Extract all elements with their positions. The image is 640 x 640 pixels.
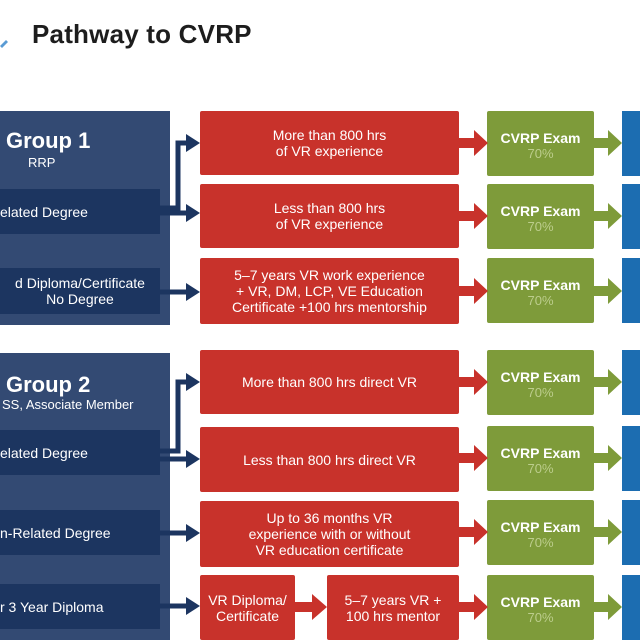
requirement-arrow-icon: [459, 130, 488, 156]
flow-arrow-icon: [186, 204, 200, 222]
exam-label: CVRP Exam: [500, 369, 581, 385]
branch-arrow-connector: [160, 140, 186, 211]
credential-box: [622, 184, 640, 249]
exam-passing-score: 70%: [527, 610, 554, 625]
requirement-arrow-icon: [295, 594, 327, 620]
exam-label: CVRP Exam: [500, 519, 581, 535]
credential-box: [622, 111, 640, 176]
requirement-arrow-icon: [459, 278, 488, 304]
flow-arrow-icon: [186, 450, 200, 468]
cvrp-exam-box: CVRP Exam 70%: [487, 111, 594, 176]
degree-box-diploma-certificate-g1: d Diploma/Certificate No Degree: [0, 268, 160, 314]
credential-box: [622, 350, 640, 415]
requirement-box: Less than 800 hrs direct VR: [200, 427, 459, 492]
exam-arrow-icon: [594, 278, 622, 304]
exam-arrow-icon: [594, 369, 622, 395]
degree-label: d Diploma/Certificate No Degree: [15, 275, 145, 307]
exam-arrow-icon: [594, 203, 622, 229]
exam-label: CVRP Exam: [500, 445, 581, 461]
group-2-title: Group 2: [6, 372, 91, 397]
branch-arrow-connector: [160, 379, 186, 454]
flow-arrow-icon: [186, 524, 200, 542]
exam-passing-score: 70%: [527, 535, 554, 550]
credential-box: [622, 575, 640, 640]
requirement-arrow-icon: [459, 445, 488, 471]
credential-box: [622, 426, 640, 491]
requirement-arrow-icon: [459, 594, 488, 620]
credential-box: [622, 258, 640, 323]
exam-arrow-icon: [594, 445, 622, 471]
exam-passing-score: 70%: [527, 461, 554, 476]
group-2-subtitle: SS, Associate Member: [2, 397, 134, 412]
requirement-arrow-icon: [459, 369, 488, 395]
exam-arrow-icon: [594, 594, 622, 620]
requirement-box: More than 800 hrs of VR experience: [200, 111, 459, 175]
degree-label: r 3 Year Diploma: [0, 598, 104, 615]
requirement-box: Less than 800 hrs of VR experience: [200, 184, 459, 248]
degree-label: n-Related Degree: [0, 524, 111, 541]
credential-box: [622, 500, 640, 565]
flow-arrow-icon: [186, 373, 200, 391]
exam-arrow-icon: [594, 519, 622, 545]
flow-arrow-icon: [186, 134, 200, 152]
exam-label: CVRP Exam: [500, 594, 581, 610]
flow-arrow-icon: [186, 597, 200, 615]
exam-passing-score: 70%: [527, 219, 554, 234]
exam-label: CVRP Exam: [500, 130, 581, 146]
logo-icon: [0, 40, 8, 48]
exam-passing-score: 70%: [527, 385, 554, 400]
page-title: Pathway to CVRP: [32, 19, 252, 49]
exam-label: CVRP Exam: [500, 277, 581, 293]
cvrp-exam-box: CVRP Exam 70%: [487, 184, 594, 249]
requirement-arrow-icon: [459, 519, 488, 545]
exam-passing-score: 70%: [527, 146, 554, 161]
degree-label: elated Degree: [0, 203, 88, 220]
requirement-box: More than 800 hrs direct VR: [200, 350, 459, 414]
degree-box-related-degree-g1: elated Degree: [0, 189, 160, 234]
exam-label: CVRP Exam: [500, 203, 581, 219]
degree-label: elated Degree: [0, 444, 88, 461]
requirement-box: VR Diploma/ Certificate: [200, 575, 295, 640]
requirement-arrow-icon: [459, 203, 488, 229]
cvrp-exam-box: CVRP Exam 70%: [487, 258, 594, 323]
requirement-box: 5–7 years VR + 100 hrs mentor: [327, 575, 459, 640]
degree-box-related-degree-g2: elated Degree: [0, 430, 160, 475]
flow-arrow-icon: [186, 283, 200, 301]
cvrp-exam-box: CVRP Exam 70%: [487, 426, 594, 491]
group-1-title: Group 1: [6, 128, 91, 153]
degree-box-3-year-diploma-g2: r 3 Year Diploma: [0, 584, 160, 629]
cvrp-exam-box: CVRP Exam 70%: [487, 500, 594, 565]
requirement-box: Up to 36 months VR experience with or wi…: [200, 501, 459, 567]
cvrp-exam-box: CVRP Exam 70%: [487, 575, 594, 640]
requirement-box: 5–7 years VR work experience + VR, DM, L…: [200, 258, 459, 324]
exam-arrow-icon: [594, 130, 622, 156]
group-1-subtitle: RRP: [28, 155, 56, 170]
degree-box-non-related-degree-g2: n-Related Degree: [0, 510, 160, 555]
exam-passing-score: 70%: [527, 293, 554, 308]
cvrp-exam-box: CVRP Exam 70%: [487, 350, 594, 415]
